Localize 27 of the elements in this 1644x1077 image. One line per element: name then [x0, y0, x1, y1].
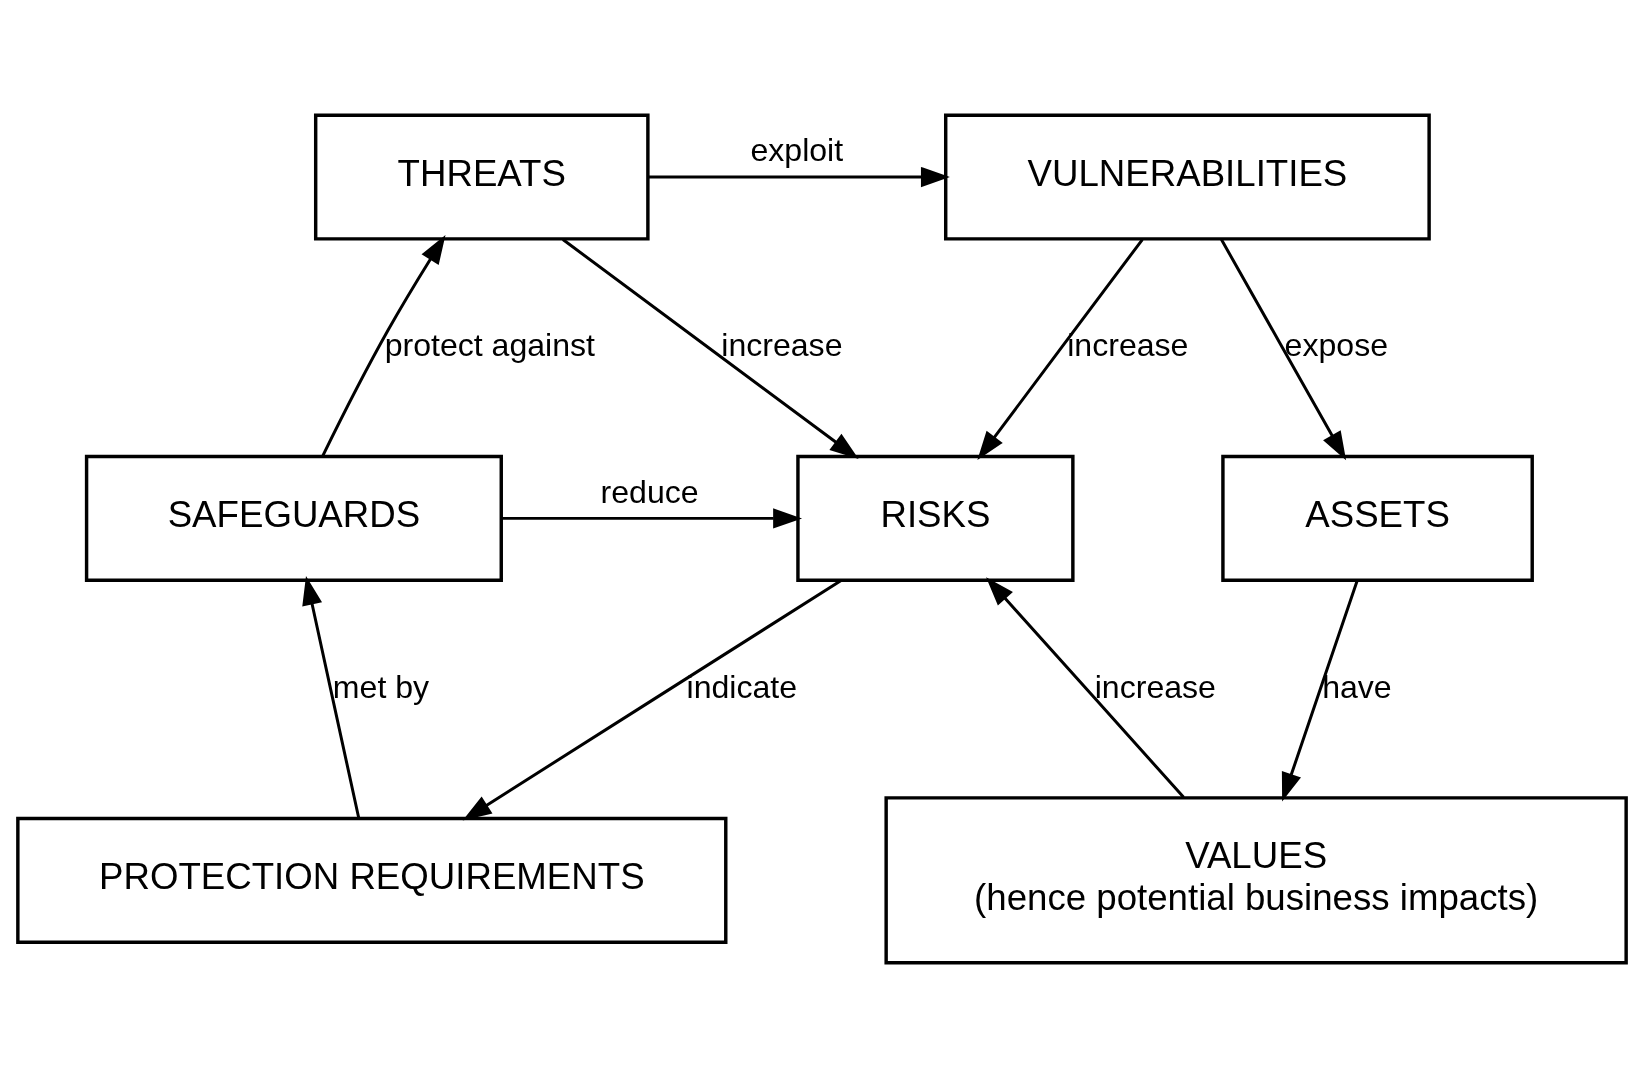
arrow	[648, 166, 950, 187]
node-box: RISKS	[796, 454, 1075, 582]
arrow	[302, 575, 361, 818]
arrow	[321, 234, 446, 457]
arrow	[1220, 238, 1347, 460]
node-box: ASSETS	[1221, 454, 1534, 582]
edge-label: increase	[1094, 668, 1216, 705]
edge-label: expose	[1284, 326, 1389, 363]
arrow	[1281, 579, 1359, 802]
node-box: SAFEGUARDS	[84, 454, 503, 582]
edge-label: indicate	[686, 668, 798, 705]
arrow	[501, 507, 803, 528]
arrow	[462, 578, 842, 820]
edge-label: exploit	[750, 131, 844, 168]
arrow	[977, 238, 1144, 460]
node-box: THREATS	[313, 112, 650, 241]
arrow	[986, 576, 1185, 798]
node-box: PROTECTION REQUIREMENTS	[16, 816, 728, 944]
arrow	[562, 237, 859, 459]
edge-label: protect against	[384, 326, 595, 363]
edge-label: met by	[332, 668, 430, 705]
node-box: VULNERABILITIES	[944, 112, 1431, 241]
edge-label: increase	[1067, 326, 1189, 363]
edge-label: have	[1322, 668, 1392, 705]
edge-label: increase	[721, 326, 843, 363]
edge-label: reduce	[600, 473, 699, 510]
node-box: VALUES (hence potential business impacts)	[884, 795, 1628, 965]
